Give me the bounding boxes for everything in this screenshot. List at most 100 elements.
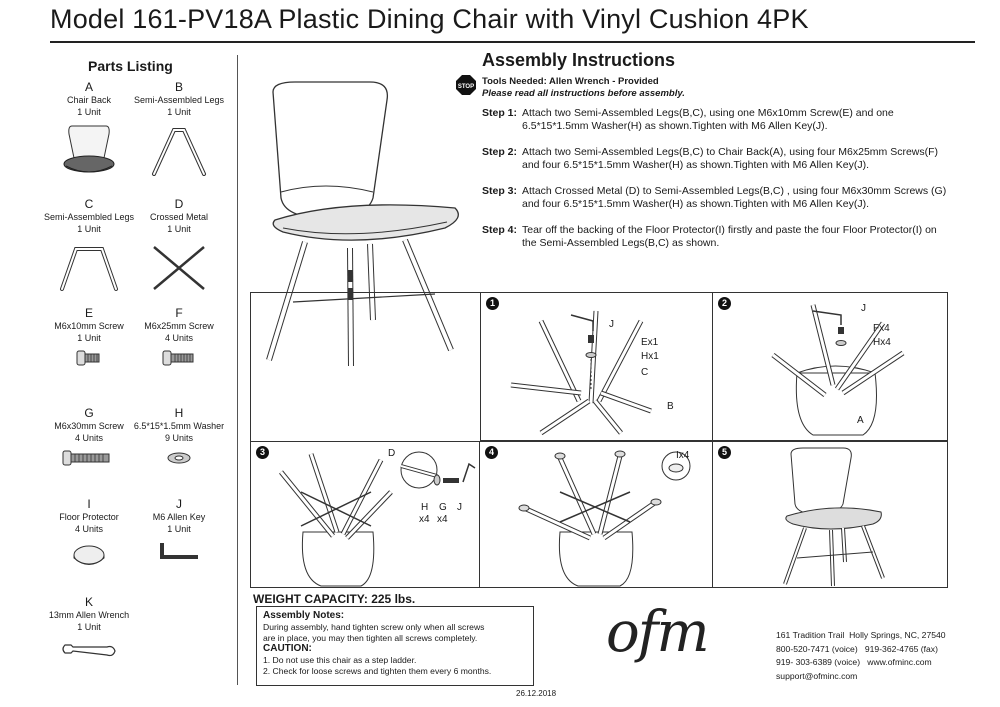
- diagram-step-3: 3 D H G J x4 x4: [251, 441, 480, 587]
- step-label: Step 4:: [482, 224, 518, 236]
- label-c: C: [641, 367, 649, 378]
- wrench-icon: [62, 644, 116, 657]
- part-letter: H: [174, 406, 184, 420]
- label-a: A: [857, 415, 864, 426]
- label-i: Ix4: [676, 450, 690, 461]
- brand-phone: 800-520-7471 (voice) 919-362-4765 (fax): [776, 643, 938, 654]
- part-e: E M6x10mm Screw 1 Unit: [37, 306, 141, 368]
- diagram-3-drawing: [279, 451, 476, 587]
- part-i: I Floor Protector 4 Units: [37, 497, 141, 569]
- diagram-4-drawing: [518, 450, 691, 587]
- brand-logo: ofm: [606, 600, 710, 665]
- diagram-grid: 1 J Ex1 Hx1 C B 2 J Fx4 Hx4: [250, 292, 948, 588]
- screw-e-icon: [76, 350, 100, 366]
- label-j: J: [861, 303, 866, 314]
- step-1: Step 1: Attach two Semi-Assembled Legs(B…: [482, 107, 952, 133]
- part-c: C Semi-Assembled Legs 1 Unit: [37, 197, 141, 293]
- part-qty: 1 Unit: [167, 524, 191, 534]
- step-text: Attach two Semi-Assembled Legs(B,C), usi…: [522, 107, 894, 132]
- allen-key-icon: [160, 543, 198, 559]
- part-b: B Semi-Assembled Legs 1 Unit: [127, 80, 231, 176]
- part-qty: 4 Units: [74, 433, 103, 443]
- part-name: 6.5*15*1.5mm Washer: [133, 421, 225, 431]
- part-g: G M6x30mm Screw 4 Units: [37, 406, 141, 468]
- weight-capacity: WEIGHT CAPACITY: 225 lbs.: [253, 592, 416, 606]
- parts-heading: Parts Listing: [88, 58, 173, 74]
- part-name: M6x25mm Screw: [144, 321, 214, 331]
- part-k: K 13mm Allen Wrench 1 Unit: [37, 595, 141, 661]
- diagram-number: 5: [718, 446, 731, 459]
- diagram-number: 2: [718, 297, 731, 310]
- diagram-2-drawing: [771, 304, 905, 436]
- part-qty: 4 Units: [74, 524, 103, 534]
- label-h: Hx4: [873, 337, 891, 348]
- label-g-qty: x4: [437, 514, 448, 525]
- caution-heading: CAUTION:: [263, 643, 312, 654]
- step-2: Step 2: Attach two Semi-Assembled Legs(B…: [482, 146, 952, 172]
- label-j: J: [609, 319, 614, 330]
- title-divider: [50, 41, 975, 43]
- step-label: Step 1:: [482, 107, 518, 119]
- column-divider: [237, 55, 238, 685]
- tools-needed: Tools Needed: Allen Wrench - Provided: [482, 76, 659, 87]
- chair-back-icon: [63, 125, 115, 173]
- part-letter: E: [84, 306, 93, 320]
- part-qty: 9 Units: [164, 433, 193, 443]
- part-name: 13mm Allen Wrench: [48, 610, 130, 620]
- part-qty: 1 Unit: [77, 224, 101, 234]
- part-name: M6 Allen Key: [152, 512, 206, 522]
- label-h: Hx1: [641, 351, 659, 362]
- page-title: Model 161-PV18A Plastic Dining Chair wit…: [50, 4, 809, 34]
- part-name: Chair Back: [66, 95, 111, 105]
- part-letter: J: [176, 497, 182, 511]
- step-text: Attach two Semi-Assembled Legs(B,C) to C…: [522, 146, 939, 171]
- part-name: Crossed Metal: [149, 212, 209, 222]
- diagram-number: 3: [256, 446, 269, 459]
- label-d: D: [388, 448, 396, 459]
- diagram-1-drawing: [510, 310, 652, 436]
- part-name: M6x30mm Screw: [54, 421, 124, 431]
- part-letter: B: [174, 80, 183, 94]
- part-name: M6x10mm Screw: [54, 321, 124, 331]
- stop-sign-icon: STOP: [456, 75, 476, 95]
- part-qty: 1 Unit: [77, 333, 101, 343]
- document-date: 26.12.2018: [516, 689, 557, 698]
- label-f: Fx4: [873, 323, 890, 334]
- part-qty: 1 Unit: [77, 622, 101, 632]
- step-text: Tear off the backing of the Floor Protec…: [522, 224, 937, 249]
- label-g: G: [439, 502, 447, 513]
- diagram-step-4: 4 Ix4: [480, 441, 713, 587]
- part-letter: C: [84, 197, 94, 211]
- part-letter: A: [84, 80, 93, 94]
- part-name: Semi-Assembled Legs: [43, 212, 135, 222]
- diagram-step-2: 2 J Fx4 Hx4 A: [713, 293, 948, 441]
- chair-illustration: [266, 81, 459, 367]
- label-h: H: [421, 502, 429, 513]
- step-label: Step 3:: [482, 185, 518, 197]
- diagram-number: 4: [485, 446, 498, 459]
- part-letter: G: [84, 406, 94, 420]
- diagram-step-5: 5: [713, 441, 948, 587]
- step-text: Attach Crossed Metal (D) to Semi-Assembl…: [522, 185, 947, 210]
- part-qty: 1 Unit: [167, 107, 191, 117]
- assembly-notes-box: Assembly Notes: During assembly, hand ti…: [256, 606, 534, 686]
- diagram-number: 1: [486, 297, 499, 310]
- label-b: B: [667, 401, 674, 412]
- caution-line: 1. Do not use this chair as a step ladde…: [263, 655, 417, 665]
- brand-contact: 161 Tradition Trail Holly Springs, NC, 2…: [776, 629, 946, 683]
- legs-c-icon: [60, 247, 118, 291]
- step-4: Step 4: Tear off the backing of the Floo…: [482, 224, 952, 250]
- brand-address: 161 Tradition Trail Holly Springs, NC, 2…: [776, 630, 946, 640]
- diagram-5-drawing: [783, 447, 885, 587]
- screw-f-icon: [162, 350, 194, 366]
- part-letter: I: [87, 497, 91, 511]
- diagram-step-1: 1 J Ex1 Hx1 C B: [480, 293, 713, 441]
- part-h: H 6.5*15*1.5mm Washer 9 Units: [127, 406, 231, 468]
- stop-sign-label: STOP: [458, 84, 474, 90]
- washer-icon: [167, 452, 191, 464]
- part-name: Semi-Assembled Legs: [133, 95, 225, 105]
- part-qty: 1 Unit: [167, 224, 191, 234]
- step-3: Step 3: Attach Crossed Metal (D) to Semi…: [482, 185, 952, 211]
- floor-protector-icon: [73, 545, 105, 565]
- brand-email: support@ofminc.com: [776, 670, 858, 681]
